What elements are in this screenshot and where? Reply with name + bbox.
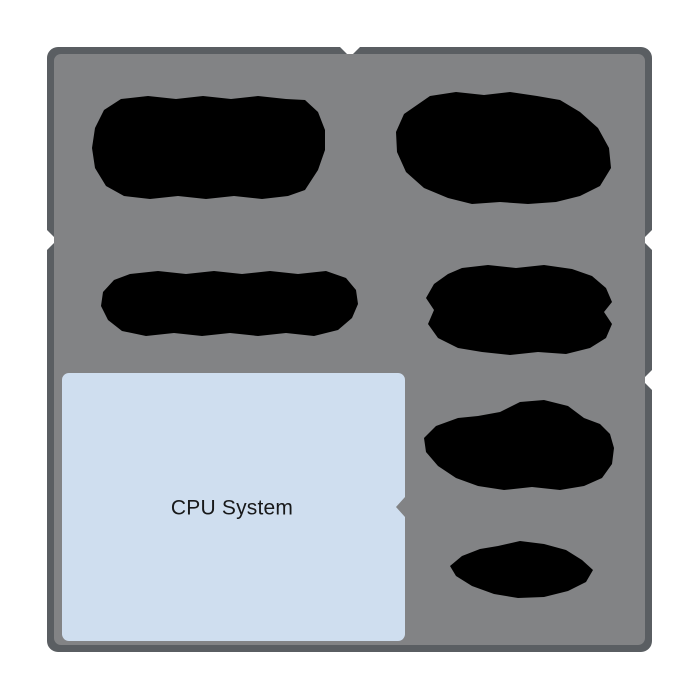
- cpu-system-label: CPU System: [171, 497, 293, 520]
- redacted-node-2[interactable]: [396, 92, 611, 204]
- redacted-node-4[interactable]: [426, 265, 612, 355]
- redaction-blob: [426, 265, 612, 355]
- redaction-blob: [396, 92, 611, 204]
- redacted-node-1[interactable]: [92, 96, 325, 199]
- cpu-system-shape: [62, 373, 405, 641]
- redacted-node-5[interactable]: [424, 400, 614, 490]
- redaction-blob: [450, 541, 593, 598]
- redacted-node-3[interactable]: [101, 271, 358, 336]
- redaction-blob: [424, 400, 614, 490]
- redaction-blob: [101, 271, 358, 336]
- redacted-node-6[interactable]: [450, 541, 593, 598]
- redaction-blob: [92, 96, 325, 199]
- cpu-system-node[interactable]: CPU System: [62, 373, 405, 641]
